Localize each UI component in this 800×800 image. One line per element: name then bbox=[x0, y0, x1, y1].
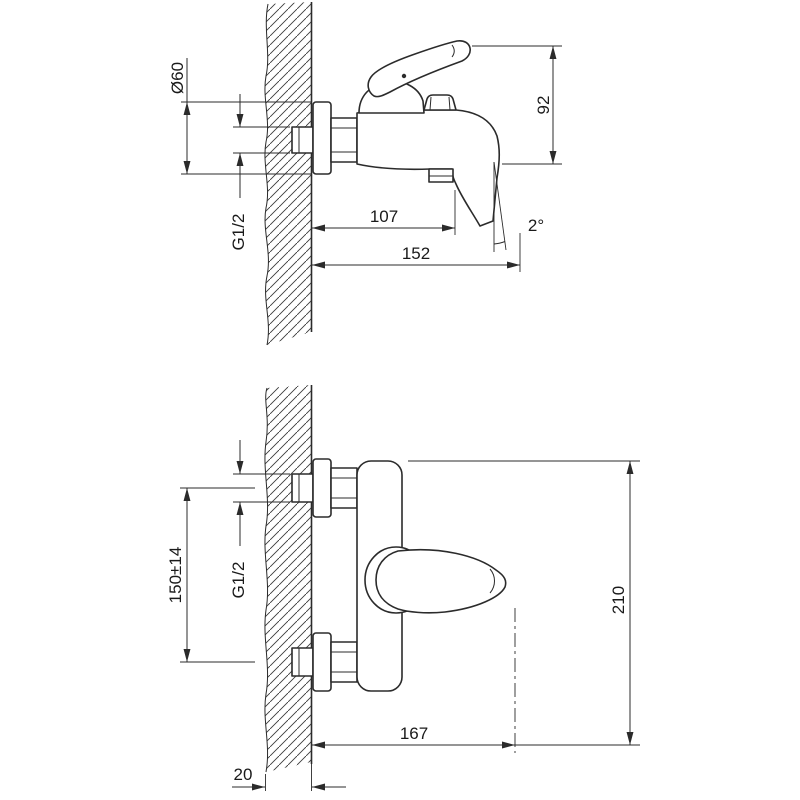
hex-nut-top bbox=[330, 467, 358, 509]
wall-section-top bbox=[264, 2, 313, 346]
wall-hatch bbox=[264, 2, 311, 345]
angle-arc bbox=[493, 241, 506, 245]
dimension-wall-offset-20: 20 bbox=[232, 765, 346, 791]
dim-label-spout-reach: 107 bbox=[370, 207, 398, 226]
handle-indicator-dot bbox=[401, 73, 407, 79]
dimension-thread-bottom: G1/2 bbox=[229, 440, 290, 598]
knob-ridge-line bbox=[429, 96, 432, 111]
dimension-thread-top: G1/2 bbox=[229, 94, 290, 250]
diverter-knob bbox=[423, 94, 457, 111]
dim-label-thread: G1/2 bbox=[229, 214, 248, 251]
knob-ridge-line bbox=[448, 96, 451, 111]
wall-section-bottom bbox=[264, 385, 313, 791]
dim-label-angle: 2° bbox=[528, 216, 544, 235]
angle-slant-line bbox=[493, 161, 507, 251]
dim-label-diameter: Ø60 bbox=[168, 62, 187, 94]
dim-label-supply-centers: 150±14 bbox=[166, 547, 185, 604]
escutcheon-flange-top bbox=[312, 458, 332, 518]
dimension-supply-centers: 150±14 bbox=[166, 487, 255, 663]
plan-view: 150±14 G1/2 210 167 20 bbox=[166, 385, 640, 791]
dim-label-total-reach: 152 bbox=[402, 244, 430, 263]
supply-pipe-top bbox=[291, 473, 314, 503]
dim-label-reach: 167 bbox=[400, 724, 428, 743]
wall-hatch bbox=[264, 385, 311, 772]
supply-pipe-bottom bbox=[291, 647, 314, 677]
wall-break-line bbox=[264, 387, 269, 773]
dimension-diameter-60: Ø60 bbox=[168, 58, 311, 175]
lever-tip-line bbox=[451, 44, 455, 58]
dim-label-overall: 210 bbox=[609, 586, 628, 614]
dimension-spout-angle: 2° bbox=[493, 161, 544, 252]
faucet-side bbox=[291, 40, 501, 227]
escutcheon-flange bbox=[312, 101, 332, 175]
handle-lever bbox=[367, 40, 471, 98]
dimension-spout-reach: 107 bbox=[312, 190, 456, 235]
wall-break-line bbox=[264, 3, 269, 346]
dim-label-height: 92 bbox=[534, 96, 553, 115]
escutcheon-flange-bottom bbox=[312, 632, 332, 692]
lever-tip-line bbox=[489, 568, 495, 594]
side-view: Ø60 G1/2 107 152 92 bbox=[168, 2, 562, 346]
supply-pipe bbox=[291, 126, 314, 154]
hex-nut bbox=[330, 117, 358, 163]
dim-label-wall-offset: 20 bbox=[234, 765, 253, 784]
faucet-plan bbox=[291, 458, 507, 692]
handle-lever bbox=[375, 548, 507, 614]
dimension-height-92: 92 bbox=[472, 45, 562, 165]
dimension-overall-210: 210 bbox=[408, 460, 640, 746]
dimension-total-reach: 152 bbox=[312, 233, 521, 272]
dim-label-thread: G1/2 bbox=[229, 562, 248, 599]
dimension-reach-167: 167 bbox=[312, 608, 516, 753]
hex-nut-bottom bbox=[330, 641, 358, 683]
